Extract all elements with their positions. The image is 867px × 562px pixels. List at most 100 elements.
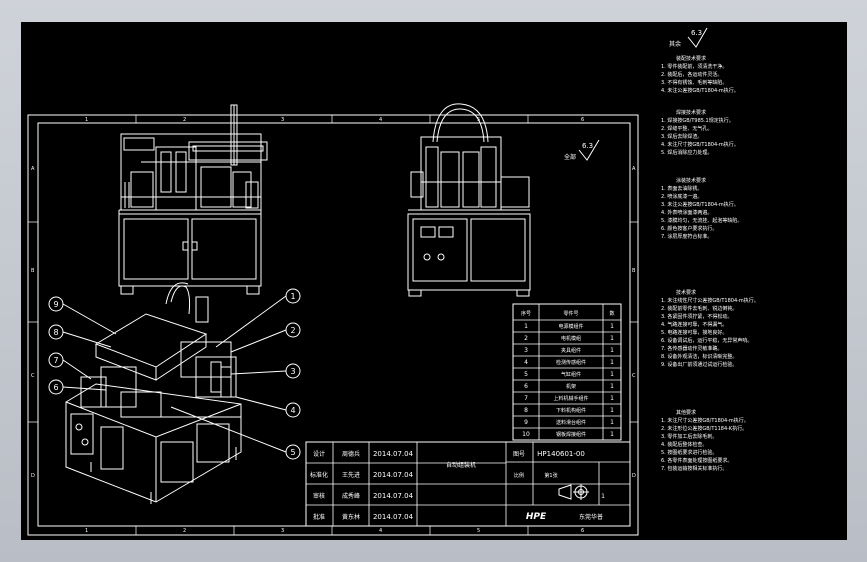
svg-text:全部: 全部 [564, 153, 576, 161]
zone-letter: D [632, 473, 636, 479]
zone-number: 3 [281, 528, 284, 534]
notes-line: 2. 焊缝平整、无气孔。 [661, 125, 712, 132]
tb-sheet-label: 第1张 [544, 472, 557, 479]
isometric-view [65, 282, 242, 504]
notes-title: 涂装技术要求 [676, 177, 706, 184]
notes-title: 技术要求 [676, 289, 696, 296]
tb-role: 标准化 [310, 471, 328, 479]
tb-date: 2014.07.04 [373, 513, 414, 521]
bom-item-number: 8 [524, 407, 528, 414]
callout-number: 9 [53, 300, 58, 309]
callout-balloon [285, 322, 301, 338]
bom-part-name: 上料机械手组件 [553, 395, 588, 402]
notes-title: 装配技术要求 [676, 55, 706, 62]
callout-balloon [285, 363, 301, 379]
bom-item-number: 4 [524, 359, 528, 366]
notes-line: 2. 喷涂底漆一遍。 [661, 193, 702, 200]
zone-letter: C [31, 373, 35, 379]
tb-role: 设计 [313, 450, 325, 458]
notes-line: 3. 焊后去除焊渣。 [661, 133, 702, 140]
callout-number: 2 [290, 326, 295, 335]
tb-drawing-name: 自动组装机 [446, 461, 476, 469]
notes-finish-label: 其余 [669, 40, 681, 48]
notes-line: 5. 按图纸要求进行检验。 [661, 449, 717, 456]
bom-part-name: 电机模组 [561, 335, 581, 342]
notes-line: 1. 未注尺寸公差按GB/T1804-m执行。 [661, 417, 749, 424]
notes-line: 2. 未注形位公差按GB/T1184-K执行。 [661, 425, 747, 432]
notes-line: 5. 电路连接可靠，接地良好。 [661, 329, 727, 336]
title-block: 设计 标准化 审核 批准 周德兵 王先进 成秀峰 黄东林 2014.07.04 … [305, 441, 631, 527]
bom-item-number: 5 [524, 371, 528, 378]
bom-quantity: 1 [610, 395, 614, 402]
callout-balloon [285, 288, 301, 304]
notes-line: 4. 外表喷涂面漆两遍。 [661, 209, 712, 216]
zone-number: 6 [581, 117, 584, 123]
bom-quantity: 1 [610, 323, 614, 330]
tb-date: 2014.07.04 [373, 471, 414, 479]
bom-part-name: 检测传感组件 [556, 359, 586, 366]
callout-balloon [285, 402, 301, 418]
notes-line: 6. 颜色按客户要求执行。 [661, 225, 717, 232]
callout-number: 5 [290, 448, 295, 457]
notes-line: 1. 表面去油除锈。 [661, 185, 702, 192]
callout-balloon [48, 324, 64, 340]
bom-part-name: 电源模组件 [558, 323, 583, 330]
bom-quantity: 1 [610, 359, 614, 366]
bom-part-name: 下料机构组件 [556, 407, 586, 414]
tb-name: 周德兵 [342, 450, 360, 458]
notes-line: 6. 设备调试后，运行平稳，无异常声响。 [661, 337, 752, 344]
tb-date: 2014.07.04 [373, 492, 414, 500]
notes-line: 3. 各紧固件须拧紧，不得松动。 [661, 313, 732, 320]
notes-line: 5. 焊后消除应力处理。 [661, 149, 712, 156]
notes-line: 1. 未注线性尺寸公差按GB/T1804-m执行。 [661, 297, 759, 304]
zone-letter: B [31, 268, 35, 274]
zone-letter: C [632, 373, 636, 379]
callout-balloon [285, 444, 301, 460]
tb-company-name: 东莞华普 [579, 513, 603, 521]
bom-quantity: 1 [610, 431, 614, 438]
bom-part-name: 机架 [566, 383, 576, 390]
bom-quantity: 1 [610, 407, 614, 414]
callouts: 1 2 3 4 5 6 7 8 9 [48, 288, 301, 460]
callout-number: 1 [290, 292, 295, 301]
cad-drawing: 1 2 3 4 5 6 1 2 3 4 5 6 A B C D A B C D [27, 27, 759, 536]
tb-drawing-no-label: 图号 [513, 451, 525, 458]
sheet-inner-border [37, 122, 631, 527]
zone-number: 1 [85, 117, 88, 123]
company-logo: HPE [526, 512, 547, 522]
notes-line: 4. 未注尺寸按GB/T1804-m执行。 [661, 141, 739, 148]
notes-line: 4. 未注公差按GB/T1804-m执行。 [661, 87, 739, 94]
tb-scale-label: 比例 [514, 472, 524, 479]
bom-item-number: 9 [524, 419, 528, 426]
front-view [118, 104, 268, 295]
bom-quantity: 1 [610, 419, 614, 426]
bom-part-name: 钢板焊接组件 [556, 431, 586, 438]
notes-line: 8. 设备外观清洁，标识清晰完整。 [661, 353, 737, 360]
surface-finish-symbol: 全部 6.3 [564, 139, 600, 161]
zone-number: 1 [85, 528, 88, 534]
bom-item-number: 3 [524, 347, 528, 354]
notes-line: 5. 漆膜均匀，无流挂、起泡等缺陷。 [661, 217, 742, 224]
tb-drawing-no: HP140601-00 [537, 450, 585, 458]
projection-symbol [558, 484, 589, 500]
drawing-viewport[interactable]: 1 2 3 4 5 6 1 2 3 4 5 6 A B C D A B C D [21, 22, 847, 540]
notes-line: 1. 零件装配前，须清洗干净。 [661, 63, 727, 70]
zone-number: 2 [183, 528, 186, 534]
bom-quantity: 1 [610, 347, 614, 354]
zone-number: 2 [183, 117, 186, 123]
tb-date: 2014.07.04 [373, 450, 414, 458]
notes-line: 3. 不得有锈蚀、毛刺等缺陷。 [661, 79, 727, 86]
bom-header: 数 [609, 310, 614, 317]
bom-quantity: 1 [610, 383, 614, 390]
zone-number: 4 [379, 117, 382, 123]
notes-line: 7. 各传感器动作灵敏准确。 [661, 345, 722, 352]
notes-line: 3. 未注公差按GB/T1804-m执行。 [661, 201, 739, 208]
tb-name: 王先进 [342, 471, 360, 479]
callout-number: 6 [53, 383, 58, 392]
notes-line: 4. 装配后整体检查。 [661, 441, 707, 448]
notes-line: 2. 装配后，各运动件灵活。 [661, 71, 722, 78]
callout-balloon [48, 352, 64, 368]
zone-number: 5 [477, 528, 480, 534]
